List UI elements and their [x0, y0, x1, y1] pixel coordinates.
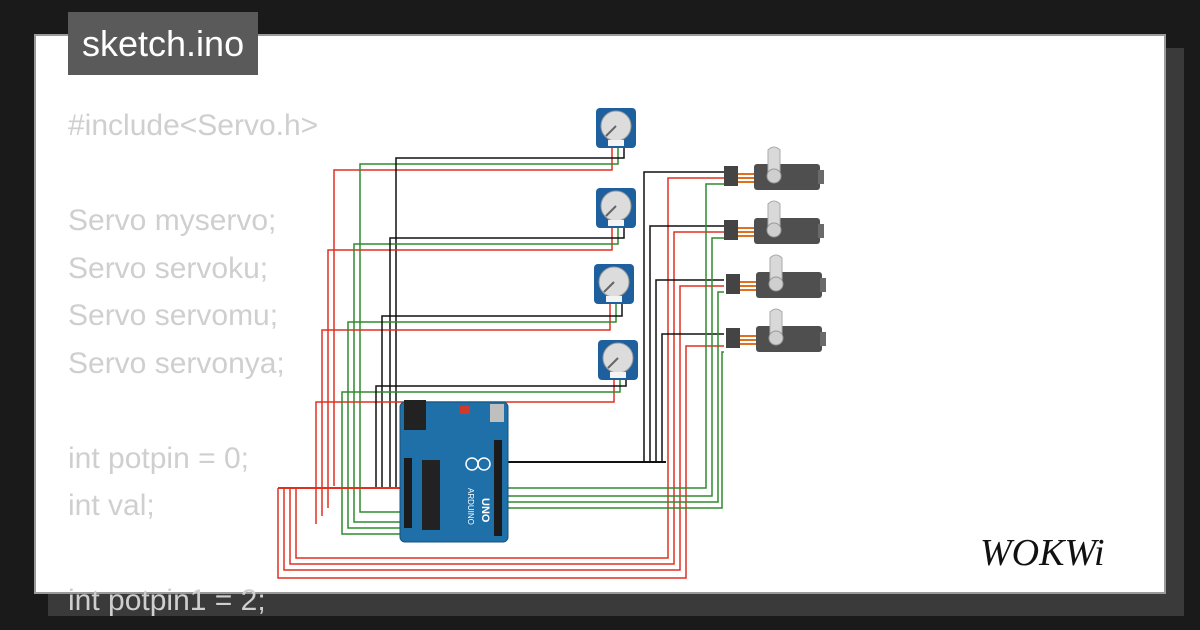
potentiometer[interactable]: [596, 108, 636, 148]
wire-black: [655, 279, 724, 462]
arduino-brand-label: ARDUINO: [466, 488, 475, 525]
wire-red: [289, 231, 724, 565]
code-line: int val;: [68, 489, 155, 522]
wire-green: [498, 237, 724, 497]
wire-black: [643, 171, 724, 462]
wire-green: [498, 291, 724, 503]
wire-green: [498, 183, 724, 489]
wire-black: [661, 333, 724, 462]
wire-red: [295, 177, 724, 559]
code-line: Servo servomu;: [68, 299, 279, 332]
wire-red: [283, 285, 724, 571]
circuit-diagram: ARDUINO UNO: [277, 108, 826, 579]
arduino-uno-board[interactable]: ARDUINO UNO: [399, 400, 509, 543]
arduino-model-label: UNO: [479, 498, 491, 523]
file-name-tab: sketch.ino: [68, 12, 259, 75]
preview-card: #include<Servo.h> Servo myservo; Servo se…: [34, 34, 1166, 617]
code-line: Servo servoku;: [68, 251, 269, 285]
potentiometer[interactable]: [596, 188, 636, 228]
servo-motor[interactable]: [726, 254, 826, 298]
wire-green: [347, 300, 617, 529]
wire-green: [498, 351, 724, 509]
wokwi-logo-text: WOKWi: [980, 532, 1105, 574]
servo-motor[interactable]: [726, 308, 826, 352]
wire-red: [333, 144, 613, 486]
wire-black: [649, 225, 724, 462]
wire-green: [341, 378, 621, 535]
servo-motor[interactable]: [724, 146, 824, 190]
code-line: Servo servonya;: [68, 346, 285, 380]
code-preview: #include<Servo.h> Servo myservo; Servo se…: [68, 102, 318, 625]
wire-red: [321, 300, 611, 516]
potentiometer[interactable]: [598, 340, 638, 380]
potentiometer[interactable]: [594, 264, 634, 304]
servo-motor[interactable]: [724, 200, 824, 244]
wire-black: [389, 224, 625, 488]
wire-red: [327, 224, 613, 508]
code-line: #include<Servo.h>: [68, 109, 319, 142]
wire-red: [277, 345, 724, 579]
wokwi-logo: WOKWi: [980, 532, 1105, 574]
code-line: int potpin1 = 2;: [68, 584, 266, 617]
code-line: Servo myservo;: [68, 204, 277, 237]
wire-black: [375, 378, 627, 488]
wires: [277, 144, 724, 579]
code-line: int potpin = 0;: [68, 441, 249, 475]
